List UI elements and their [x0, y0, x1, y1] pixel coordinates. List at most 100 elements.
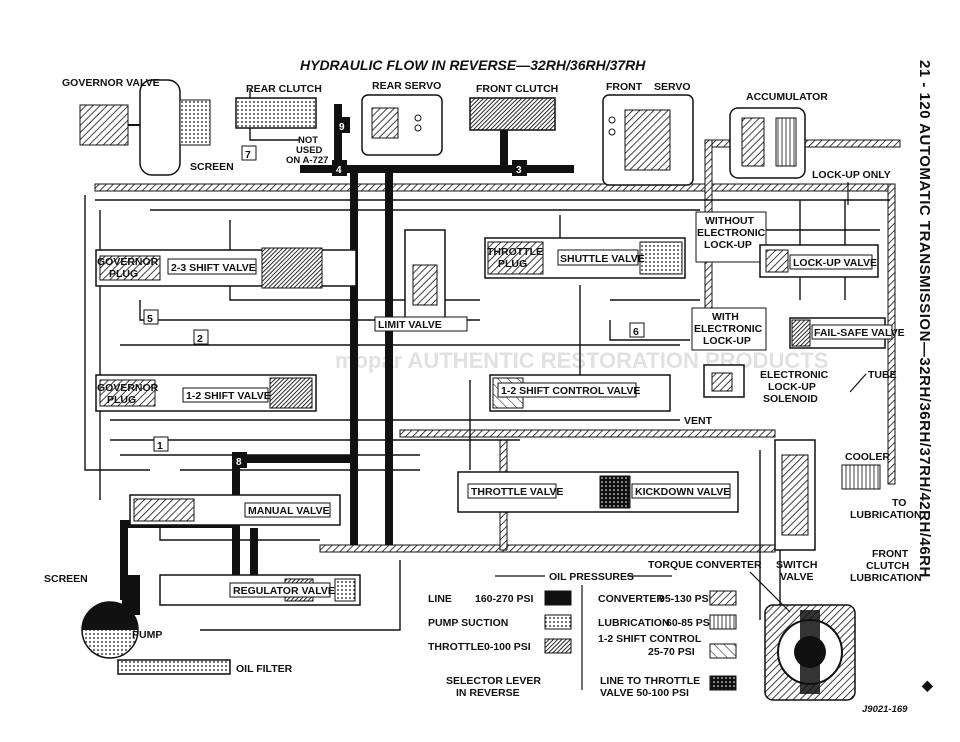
label-accumulator: ACCUMULATOR: [746, 91, 828, 103]
label-12-shift-control-valve: 1-2 SHIFT CONTROL VALVE: [501, 385, 640, 397]
svg-text:LUBRICATION: LUBRICATION: [598, 617, 670, 629]
watermark: mopar AUTHENTIC RESTORATION PRODUCTS: [335, 348, 828, 373]
svg-text:7: 7: [245, 149, 251, 161]
rear-clutch: [235, 97, 317, 129]
label-without-3: LOCK-UP: [704, 239, 752, 251]
valve-12-assembly: [95, 374, 317, 412]
label-switch-valve-2: VALVE: [780, 571, 813, 583]
label-with-1: WITH: [712, 311, 739, 323]
label-cooler: COOLER: [845, 451, 890, 463]
circuit-markers: 9 7 4 3 5 2 6 1 8: [143, 117, 645, 468]
front-clutch: [469, 97, 556, 131]
svg-text:LINE: LINE: [428, 593, 452, 605]
legend-item-throttle: THROTTLE 0-100 PSI: [428, 638, 572, 654]
label-with-3: LOCK-UP: [703, 335, 751, 347]
legend-item-12-shift-control: 1-2 SHIFT CONTROL 25-70 PSI: [598, 633, 737, 659]
label-lockup-only: LOCK-UP ONLY: [812, 169, 891, 181]
torque-converter: [764, 604, 856, 701]
legend-item-pump-suction: PUMP SUCTION: [428, 614, 572, 630]
diamond-marker-icon: ◆: [921, 677, 934, 693]
circuit-marker-7: 7: [241, 145, 257, 161]
limit-valve: [404, 229, 446, 321]
svg-text:95-130 PSI: 95-130 PSI: [659, 593, 712, 605]
label-solenoid-1: ELECTRONIC: [760, 369, 829, 381]
label-to-lub-2: LUBRICATION: [850, 509, 922, 521]
label-throttle-plug-2: PLUG: [498, 258, 527, 270]
circuit-marker-2: 2: [193, 329, 209, 345]
label-not-used-2: USED: [296, 145, 323, 156]
svg-text:3: 3: [516, 165, 522, 176]
manual-valve: [129, 494, 341, 526]
label-lockup-valve: LOCK-UP VALVE: [793, 257, 877, 269]
label-without-1: WITHOUT: [705, 215, 755, 227]
label-solenoid-2: LOCK-UP: [768, 381, 816, 393]
label-23-shift-valve: 2-3 SHIFT VALVE: [171, 262, 256, 274]
label-not-used-3: ON A-727: [286, 155, 328, 166]
label-rear-clutch: REAR CLUTCH: [246, 83, 322, 95]
label-pump: PUMP: [132, 629, 162, 641]
label-torque-converter: TORQUE CONVERTER: [648, 559, 762, 571]
accumulator: [729, 107, 806, 179]
label-governor-plug-top-1: GOVERNOR: [97, 256, 159, 268]
label-governor-valve: GOVERNOR VALVE: [62, 77, 160, 89]
label-shuttle-valve: SHUTTLE VALVE: [560, 253, 645, 265]
label-regulator-valve: REGULATOR VALVE: [233, 585, 335, 597]
circuit-marker-6: 6: [629, 322, 645, 338]
label-governor-plug-top-2: PLUG: [109, 268, 138, 280]
legend-item-line: LINE 160-270 PSI: [428, 590, 572, 606]
circuit-marker-1: 1: [153, 436, 169, 452]
rear-servo: [361, 94, 443, 156]
svg-text:CONVERTER: CONVERTER: [598, 593, 664, 605]
figure-id: J9021-169: [862, 704, 908, 715]
label-without-2: ELECTRONIC: [697, 227, 766, 239]
svg-text:25-70 PSI: 25-70 PSI: [648, 646, 695, 658]
front-servo: [602, 94, 694, 186]
svg-text:6: 6: [633, 326, 639, 338]
label-with-2: ELECTRONIC: [694, 323, 763, 335]
label-rear-servo: REAR SERVO: [372, 80, 441, 92]
label-selector-1: SELECTOR LEVER: [446, 675, 541, 687]
svg-text:9: 9: [339, 122, 345, 133]
label-failsafe-valve: FAIL-SAFE VALVE: [814, 327, 905, 339]
diagram-title: HYDRAULIC FLOW IN REVERSE—32RH/36RH/37RH: [300, 57, 646, 73]
label-front-clutch-lub-3: LUBRICATION: [850, 572, 922, 584]
svg-text:2: 2: [197, 333, 203, 345]
legend-item-converter: CONVERTER 95-130 PSI: [598, 590, 737, 606]
svg-text:THROTTLE: THROTTLE: [428, 641, 484, 653]
circuit-marker-4: 4: [332, 160, 347, 176]
legend-item-line-to-throttle: LINE TO THROTTLE VALVE 50-100 PSI: [600, 675, 737, 699]
label-tube: TUBE: [868, 369, 897, 381]
svg-text:1-2 SHIFT CONTROL: 1-2 SHIFT CONTROL: [598, 633, 702, 645]
svg-text:8: 8: [236, 457, 242, 468]
label-front-clutch: FRONT CLUTCH: [476, 83, 558, 95]
governor-valve: [79, 79, 211, 176]
legend: OIL PRESSURES LINE 160-270 PSI PUMP SUCT…: [428, 571, 737, 699]
label-screen-top: SCREEN: [190, 161, 234, 173]
svg-text:1: 1: [157, 440, 163, 452]
svg-text:60-85 PSI: 60-85 PSI: [666, 617, 713, 629]
cooler: [841, 464, 881, 490]
label-governor-plug-mid-2: PLUG: [107, 394, 136, 406]
label-screen-bottom: SCREEN: [44, 573, 88, 585]
label-governor-plug-mid-1: GOVERNOR: [97, 382, 159, 394]
svg-text:VALVE 50-100 PSI: VALVE 50-100 PSI: [600, 687, 689, 699]
label-manual-valve: MANUAL VALVE: [248, 505, 330, 517]
label-not-used-1: NOT: [298, 135, 318, 146]
circuit-marker-9: 9: [335, 117, 350, 133]
label-oil-filter: OIL FILTER: [236, 663, 293, 675]
label-front-clutch-lub-2: CLUTCH: [866, 560, 909, 572]
label-solenoid-3: SOLENOID: [763, 393, 818, 405]
label-to-lub-1: TO: [892, 497, 906, 509]
switch-valve: [774, 439, 816, 551]
watermark-text: mopar AUTHENTIC RESTORATION PRODUCTS: [335, 348, 828, 373]
shuttle-valve-assembly: [484, 237, 686, 279]
label-12-shift-valve: 1-2 SHIFT VALVE: [186, 390, 271, 402]
svg-text:0-100 PSI: 0-100 PSI: [484, 641, 531, 653]
label-switch-valve-1: SWITCH: [776, 559, 817, 571]
label-vent: VENT: [684, 415, 713, 427]
pump: [81, 575, 140, 659]
oil-filter: [117, 659, 231, 675]
label-front-clutch-lub-1: FRONT: [872, 548, 909, 560]
